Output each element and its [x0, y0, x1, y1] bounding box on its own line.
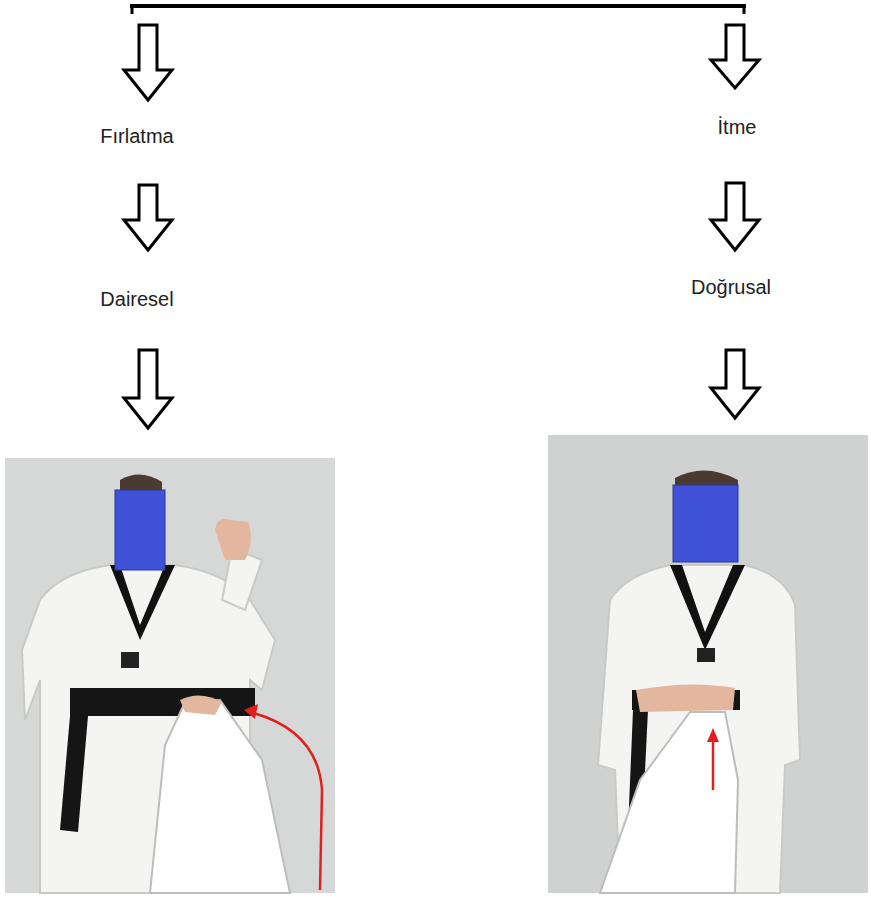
- photo-linear-kick: [548, 435, 868, 893]
- down-arrow: [124, 350, 172, 428]
- down-arrow: [124, 185, 172, 250]
- down-arrow: [124, 25, 172, 100]
- bracket-tick: [743, 4, 746, 14]
- photo-circular-kick: [5, 458, 335, 893]
- step-label: Fırlatma: [100, 125, 173, 148]
- bracket-tick: [131, 4, 134, 14]
- down-arrow: [711, 25, 759, 88]
- down-arrow: [711, 350, 759, 418]
- step-label: İtme: [718, 116, 757, 139]
- top-bracket: [130, 4, 746, 8]
- down-arrow: [711, 183, 759, 250]
- step-label: Doğrusal: [691, 276, 771, 299]
- step-label: Dairesel: [100, 288, 173, 311]
